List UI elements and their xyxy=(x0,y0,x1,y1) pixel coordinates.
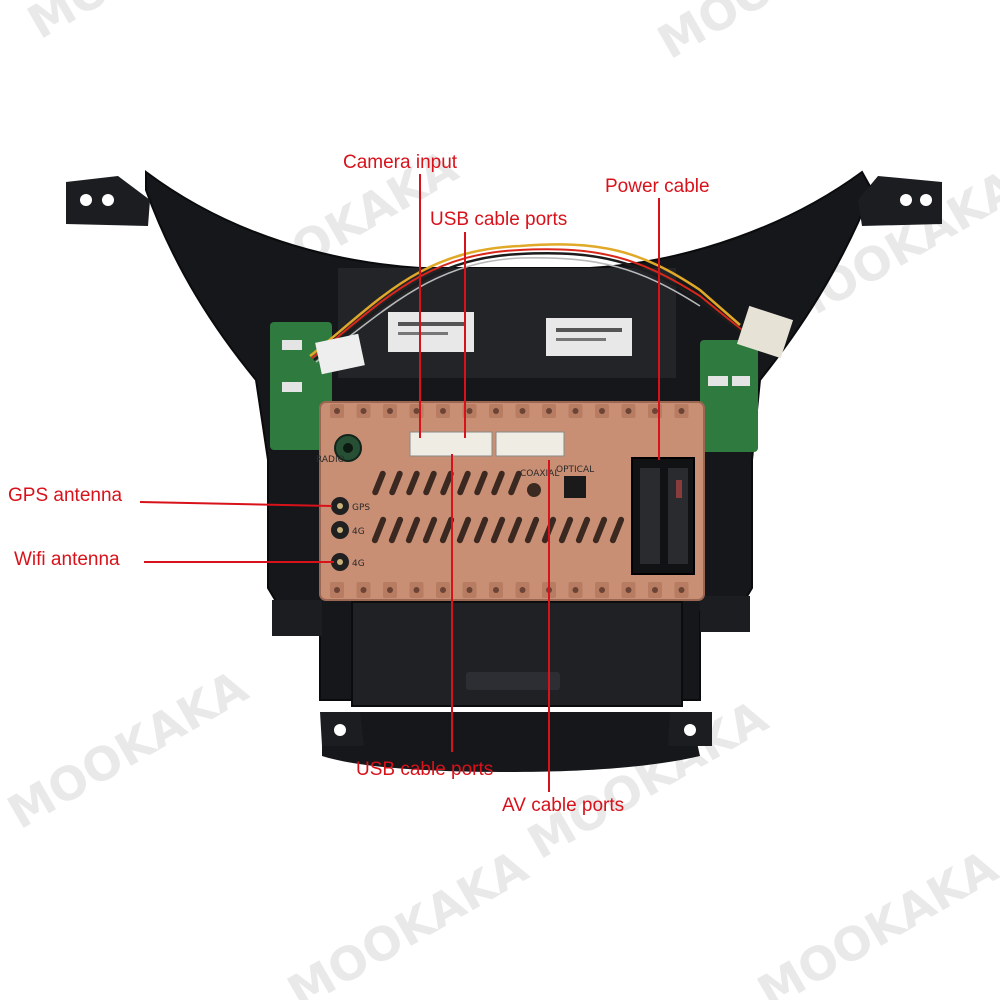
heatsink-rib-hole xyxy=(493,587,499,593)
optical-port xyxy=(564,476,586,498)
coaxial-jack xyxy=(527,483,541,497)
4g-port-marking: 4G xyxy=(352,527,365,537)
heatsink-rib-hole xyxy=(467,408,473,414)
heatsink-rib-hole xyxy=(626,408,632,414)
heatsink-rib-hole xyxy=(652,408,658,414)
heatsink-rib-hole xyxy=(652,587,658,593)
usb-socket xyxy=(496,432,564,456)
watermark-text: MOOKAKA xyxy=(649,0,907,70)
watermark-text: MOOKAKA xyxy=(279,839,537,1000)
4g-port-marking: 4G xyxy=(352,559,365,569)
heatsink-rib-hole xyxy=(493,408,499,414)
heatsink-rib-hole xyxy=(546,408,552,414)
heatsink-rib-hole xyxy=(599,408,605,414)
heatsink-rib-hole xyxy=(414,587,420,593)
heatsink-rib-hole xyxy=(334,408,340,414)
gps-port-marking: GPS xyxy=(352,503,370,513)
wifi-antenna-label: Wifi antenna xyxy=(14,550,120,569)
heatsink-rib-hole xyxy=(573,408,579,414)
heatsink-rib-hole xyxy=(414,408,420,414)
usb-bottom-label: USB cable ports xyxy=(356,760,493,779)
heatsink-rib-hole xyxy=(520,587,526,593)
watermark-text: MOOKAKA xyxy=(19,0,277,50)
heatsink-rib-hole xyxy=(334,587,340,593)
heatsink-rib-hole xyxy=(440,587,446,593)
gps-antenna-label: GPS antenna xyxy=(8,486,122,505)
camera-input-label: Camera input xyxy=(343,153,457,172)
heatsink-rib-hole xyxy=(440,408,446,414)
heatsink-rib-hole xyxy=(626,587,632,593)
heatsink-rib-hole xyxy=(520,408,526,414)
usb-top-label: USB cable ports xyxy=(430,210,567,229)
watermark-text: MOOKAKA xyxy=(0,659,257,839)
camera-usb-socket xyxy=(410,432,492,456)
heatsink-rib-hole xyxy=(361,587,367,593)
heatsink-rib-hole xyxy=(679,408,685,414)
av-ports-label: AV cable ports xyxy=(502,796,624,815)
heatsink-rib-hole xyxy=(573,587,579,593)
heatsink-rib-hole xyxy=(361,408,367,414)
power-cable-label: Power cable xyxy=(605,177,710,196)
heatsink-rib-hole xyxy=(467,587,473,593)
heatsink-rib-hole xyxy=(599,587,605,593)
heatsink-rib-hole xyxy=(679,587,685,593)
heatsink-rib-hole xyxy=(387,587,393,593)
heatsink-rib-hole xyxy=(387,408,393,414)
optical-port-marking: OPTICAL xyxy=(556,465,594,475)
coaxial-port-marking: COAXIAL xyxy=(520,469,559,479)
radio-port-marking: RADIO xyxy=(316,455,345,465)
watermark-text: MOOKAKA xyxy=(749,839,1000,1000)
